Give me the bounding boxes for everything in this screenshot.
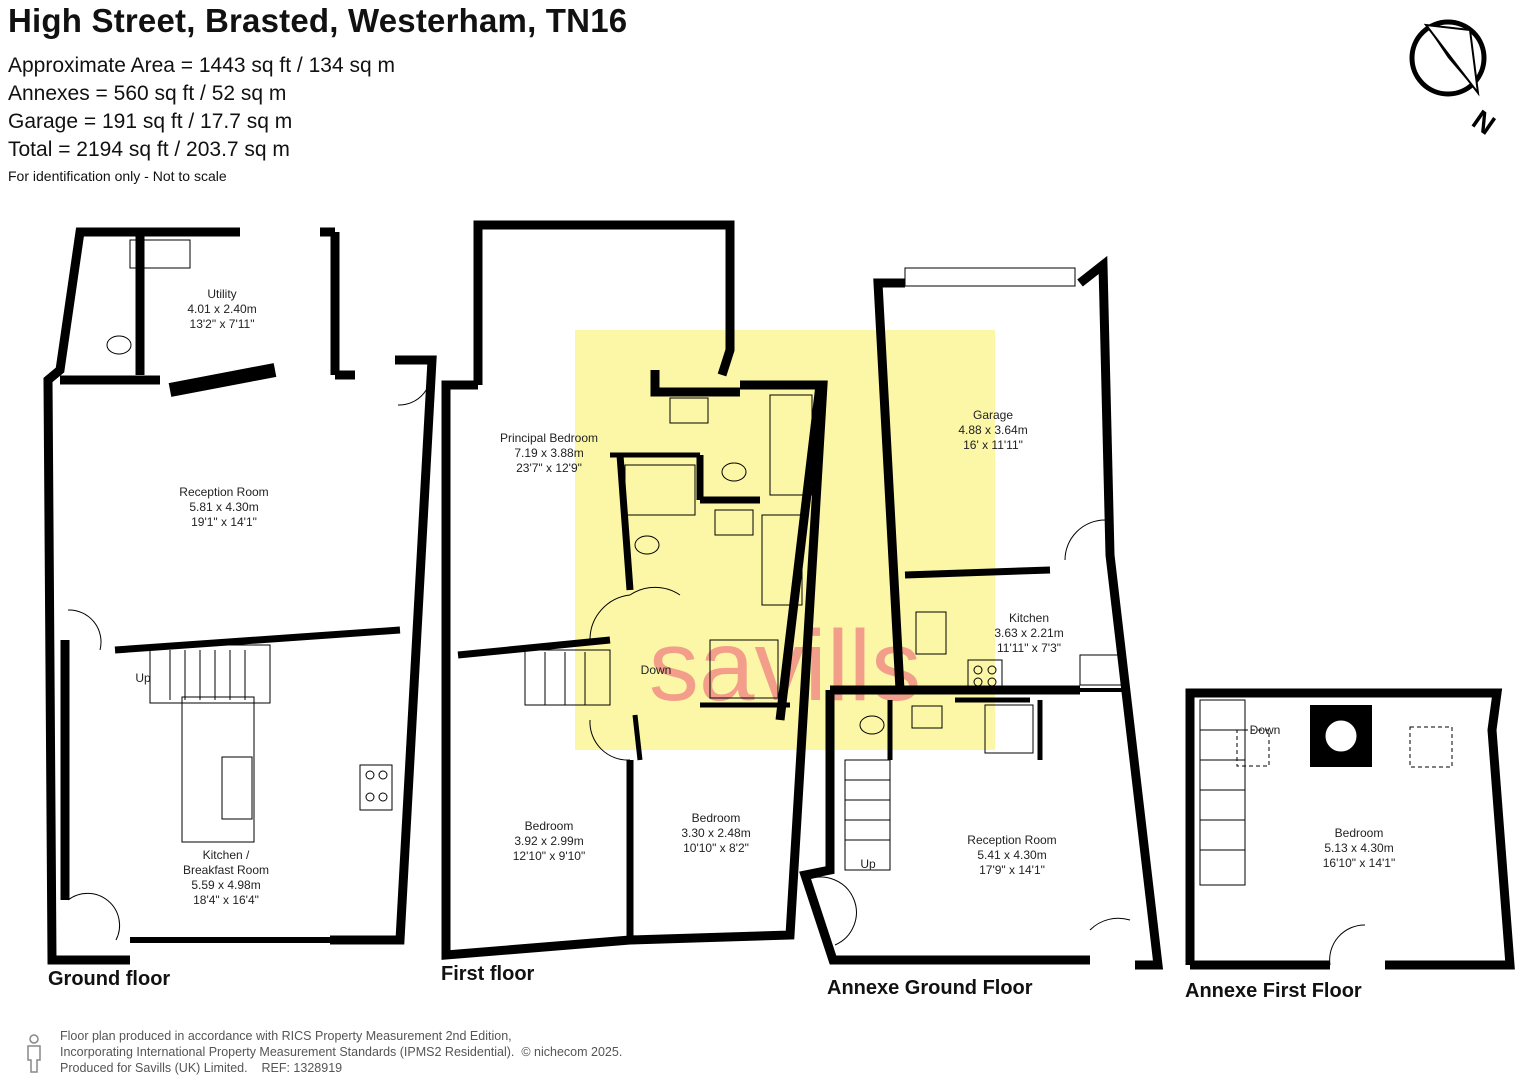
room-bedroom-first-1: Bedroom 3.92 x 2.99m 12'10" x 9'10" (513, 819, 586, 863)
floor-label-annexe-ground: Annexe Ground Floor (827, 977, 1033, 999)
svg-text:17'9" x 14'1": 17'9" x 14'1" (979, 863, 1045, 877)
svg-text:Kitchen: Kitchen (1009, 611, 1049, 625)
stair-labels: Up Down Up Down (135, 663, 1280, 871)
svg-text:Reception Room: Reception Room (967, 833, 1056, 847)
svg-text:13'2" x 7'11": 13'2" x 7'11" (190, 317, 255, 331)
copyright: © nichecom 2025. (521, 1045, 623, 1059)
svg-text:18'4" x 16'4": 18'4" x 16'4" (193, 893, 259, 907)
room-principal-bedroom: Principal Bedroom 7.19 x 3.88m 23'7" x 1… (500, 431, 598, 475)
svg-text:Reception Room: Reception Room (179, 485, 268, 499)
svg-text:19'1" x 14'1": 19'1" x 14'1" (191, 515, 257, 529)
svg-text:Principal Bedroom: Principal Bedroom (500, 431, 598, 445)
stair-down-annexe: Down (1250, 723, 1281, 737)
svg-text:5.41 x 4.30m: 5.41 x 4.30m (977, 848, 1046, 862)
ground-floor-plan (43, 227, 437, 965)
svg-text:Breakfast Room: Breakfast Room (183, 863, 269, 877)
svg-text:Garage: Garage (973, 408, 1013, 422)
total-area: Total = 2194 sq ft / 203.7 sq m (8, 138, 290, 161)
room-bedroom-first-2: Bedroom 3.30 x 2.48m 10'10" x 8'2" (681, 811, 750, 855)
compass-icon: N (1409, 19, 1501, 141)
approximate-area: Approximate Area = 1443 sq ft / 134 sq m (8, 54, 395, 77)
room-garage: Garage 4.88 x 3.64m 16' x 11'11" (958, 408, 1027, 452)
annexes-area: Annexes = 560 sq ft / 52 sq m (8, 82, 287, 105)
annexe-ground-floor-plan (799, 255, 1164, 970)
reference-number: REF: 1328919 (261, 1061, 343, 1075)
footer-line-1: Floor plan produced in accordance with R… (60, 1029, 512, 1043)
room-bedroom-annexe: Bedroom 5.13 x 4.30m 16'10" x 14'1" (1323, 826, 1396, 870)
svg-text:12'10" x 9'10": 12'10" x 9'10" (513, 849, 586, 863)
annexe-first-fixtures (1199, 699, 1453, 966)
room-reception-ground: Reception Room 5.81 x 4.30m 19'1" x 14'1… (179, 485, 268, 529)
svg-text:10'10" x 8'2": 10'10" x 8'2" (683, 841, 749, 855)
svg-text:Bedroom: Bedroom (692, 811, 741, 825)
svg-text:Bedroom: Bedroom (525, 819, 574, 833)
garage-area: Garage = 191 sq ft / 17.7 sq m (8, 110, 293, 133)
svg-text:3.63 x 2.21m: 3.63 x 2.21m (994, 626, 1063, 640)
annexe-ground-fixtures (806, 267, 1131, 946)
stair-up-ground: Up (135, 671, 151, 685)
first-floor-plan (441, 220, 828, 960)
floor-label-first: First floor (441, 963, 535, 985)
svg-text:3.30 x 2.48m: 3.30 x 2.48m (681, 826, 750, 840)
svg-text:Kitchen /: Kitchen / (203, 848, 250, 862)
svg-text:Bedroom: Bedroom (1335, 826, 1384, 840)
room-utility: Utility 4.01 x 2.40m 13'2" x 7'11" (187, 287, 256, 331)
svg-text:Utility: Utility (207, 287, 236, 301)
page-title: High Street, Brasted, Westerham, TN16 (8, 2, 628, 39)
svg-text:11'11" x 7'3": 11'11" x 7'3" (997, 641, 1061, 655)
room-kitchen-annexe: Kitchen 3.63 x 2.21m 11'11" x 7'3" (994, 611, 1063, 655)
room-reception-annexe: Reception Room 5.41 x 4.30m 17'9" x 14'1… (967, 833, 1056, 877)
svg-text:5.13 x 4.30m: 5.13 x 4.30m (1324, 841, 1393, 855)
svg-text:23'7" x 12'9": 23'7" x 12'9" (516, 461, 582, 475)
svg-text:16'10" x 14'1": 16'10" x 14'1" (1323, 856, 1396, 870)
svg-text:3.92 x 2.99m: 3.92 x 2.99m (514, 834, 583, 848)
scale-disclaimer: For identification only - Not to scale (8, 168, 227, 184)
first-floor-fixtures (524, 394, 813, 761)
annexe-first-floor-plan (1185, 688, 1515, 970)
stair-up-annexe: Up (860, 857, 876, 871)
svg-text:16' x 11'11": 16' x 11'11" (963, 438, 1023, 452)
north-label: N (1467, 104, 1501, 141)
floor-label-annexe-first: Annexe First Floor (1185, 980, 1362, 1002)
floor-label-ground: Ground floor (48, 968, 171, 990)
svg-text:5.59 x 4.98m: 5.59 x 4.98m (191, 878, 260, 892)
footer-line-2: Incorporating International Property Mea… (60, 1045, 623, 1059)
svg-text:4.01 x 2.40m: 4.01 x 2.40m (187, 302, 256, 316)
svg-text:7.19 x 3.88m: 7.19 x 3.88m (514, 446, 583, 460)
svg-text:4.88 x 3.64m: 4.88 x 3.64m (958, 423, 1027, 437)
footer-line-3: Produced for Savills (UK) Limited. REF: … (60, 1061, 343, 1075)
person-scale-icon (27, 1034, 41, 1073)
footer-notes: Floor plan produced in accordance with R… (60, 1028, 622, 1076)
stair-down-first: Down (641, 663, 672, 677)
svg-text:5.81 x 4.30m: 5.81 x 4.30m (189, 500, 258, 514)
ground-floor-fixtures (67, 239, 432, 941)
room-kitchen-breakfast: Kitchen / Breakfast Room 5.59 x 4.98m 18… (183, 848, 269, 907)
